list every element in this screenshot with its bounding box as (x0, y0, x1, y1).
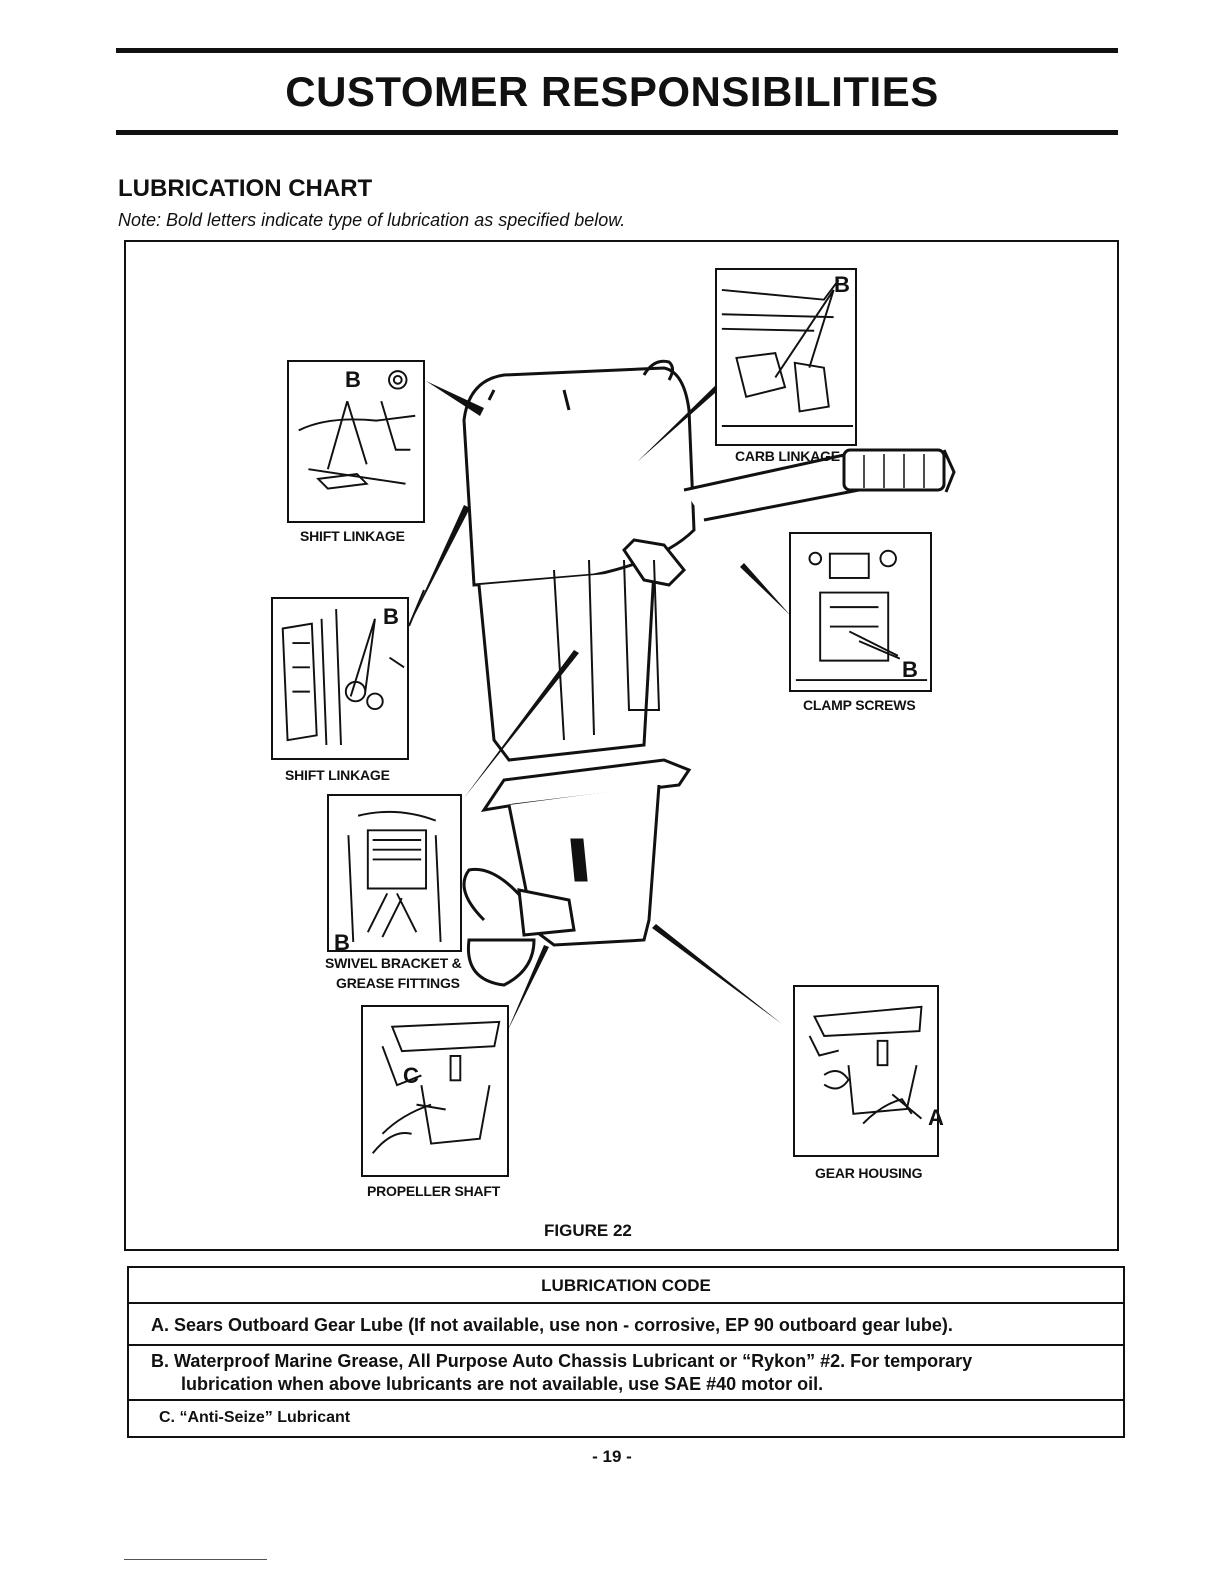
code-c-text: C. “Anti-Seize” Lubricant (159, 1409, 351, 1426)
figure-caption: FIGURE 22 (544, 1221, 632, 1240)
label-clamp-screws: CLAMP SCREWS (803, 697, 916, 713)
inset-shift-linkage-upper (287, 360, 425, 523)
letter-b-carb: B (834, 272, 850, 297)
letter-a-gear: A (928, 1105, 944, 1130)
label-gear-housing: GEAR HOUSING (815, 1165, 923, 1181)
letter-b-clamp: B (902, 657, 918, 682)
propeller-shaft-detail-icon (371, 1020, 501, 1154)
label-propeller-shaft: PROPELLER SHAFT (367, 1183, 501, 1199)
carb-linkage-detail-icon (721, 279, 854, 427)
inset-clamp-screws (789, 532, 932, 692)
code-b-text-line1: B. Waterproof Marine Grease, All Purpose… (151, 1351, 973, 1371)
inset-shift-linkage-lower (271, 597, 409, 760)
label-swivel-bracket-line2: GREASE FITTINGS (336, 975, 460, 991)
code-row-a: A. Sears Outboard Gear Lube (If not avai… (129, 1304, 1123, 1346)
swivel-bracket-detail-icon (347, 810, 442, 942)
code-b-text-line2: lubrication when above lubricants are no… (181, 1374, 824, 1394)
letter-b-shift-upper: B (345, 367, 361, 392)
label-shift-linkage-lower: SHIFT LINKAGE (285, 767, 390, 783)
clamp-screws-detail-icon (795, 549, 928, 682)
inset-carb-linkage (715, 268, 857, 446)
label-shift-linkage-upper: SHIFT LINKAGE (300, 528, 405, 544)
inset-propeller-shaft (361, 1005, 509, 1177)
letter-b-swivel: B (334, 930, 350, 955)
page-number: - 19 - (592, 1447, 632, 1466)
title-underline-rule (116, 130, 1118, 135)
gear-housing-detail-icon (808, 1005, 923, 1125)
code-row-c: C. “Anti-Seize” Lubricant (129, 1401, 1123, 1438)
label-carb-linkage: CARB LINKAGE (735, 448, 840, 464)
code-row-b: B. Waterproof Marine Grease, All Purpose… (129, 1346, 1123, 1401)
lubrication-note: Note: Bold letters indicate type of lubr… (118, 210, 626, 230)
inset-gear-housing (793, 985, 939, 1157)
code-a-text: A. Sears Outboard Gear Lube (If not avai… (151, 1315, 953, 1335)
page-title: CUSTOMER RESPONSIBILITIES (285, 68, 939, 115)
lubrication-code-table: LUBRICATION CODE A. Sears Outboard Gear … (127, 1266, 1125, 1438)
figure-frame (124, 240, 1119, 1251)
lubrication-code-header: LUBRICATION CODE (129, 1268, 1123, 1304)
label-swivel-bracket-line1: SWIVEL BRACKET & (325, 955, 462, 971)
top-rule (116, 48, 1118, 53)
letter-b-shift-lower: B (383, 604, 399, 629)
inset-swivel-bracket (327, 794, 462, 952)
section-heading: LUBRICATION CHART (118, 175, 373, 202)
letter-c-propeller: C (403, 1063, 419, 1088)
outboard-motor-illustration (408, 359, 956, 1032)
shift-linkage-detail-icon (298, 370, 416, 490)
shift-linkage-lower-detail-icon (281, 609, 405, 746)
footer-line (124, 1559, 267, 1560)
